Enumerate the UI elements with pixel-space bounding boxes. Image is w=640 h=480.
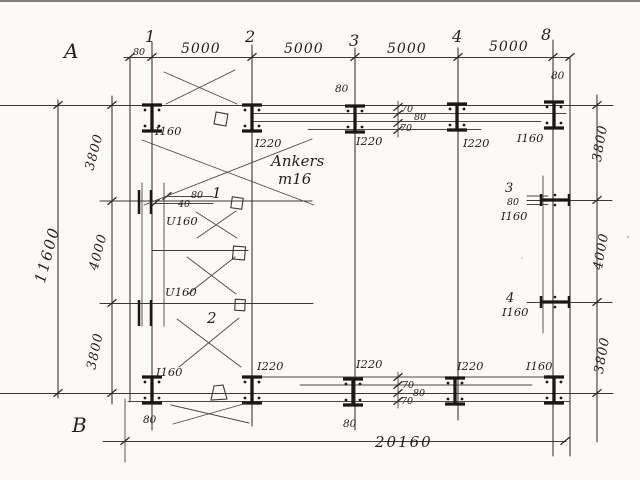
right-seg-dim-1: 3800 (590, 124, 611, 163)
beam-label-top-col8: I160 (516, 131, 544, 145)
dimension-lines (57, 56, 598, 463)
grid-col-label-8: 8 (541, 25, 551, 44)
grid-row-label-b: B (71, 413, 87, 437)
offset-dim-top-right: 80 (551, 70, 565, 82)
left-seg-dim-3: 3800 (84, 332, 106, 371)
wall-dim-80: 80 (191, 190, 203, 201)
beam-label-top-col1: I160 (154, 124, 182, 138)
span-dim-1-2: 5000 (181, 41, 221, 57)
detail-marker-4: 4 (505, 291, 514, 306)
steel-section-symbols (137, 100, 571, 407)
bottom-total-dim: 20160 (374, 433, 433, 451)
beam-depth-top-70a: 70 (401, 104, 413, 115)
dimension-ticks (52, 52, 603, 446)
beam-depth-bot-80: 80 (413, 388, 425, 399)
right-row3-width-dim: 80 (507, 197, 519, 208)
grid-col-label-4: 4 (451, 27, 462, 46)
grid-col-label-2: 2 (244, 27, 255, 46)
beam-label-bot-col4: I220 (456, 359, 484, 373)
right-seg-dim-2: 4000 (591, 232, 612, 272)
beam-label-bot-col8: I160 (525, 359, 553, 373)
beam-depth-bot-70b: 70 (401, 396, 413, 407)
offset-dim-col3: 80 (335, 83, 349, 95)
left-seg-dim-1: 3800 (83, 132, 107, 172)
beam-label-top-col3: I220 (355, 134, 383, 148)
beam-label-bot-col1: I160 (155, 365, 183, 379)
wall-dim-40: 40 (177, 199, 190, 210)
scan-speck (626, 235, 630, 239)
edge-beam-lines (127, 113, 571, 402)
scan-speck (521, 257, 523, 259)
grid-col-label-1: 1 (145, 27, 155, 46)
channel-label-2: U160 (165, 285, 197, 299)
span-dim-2-3: 5000 (284, 41, 324, 57)
detail-marker-3: 3 (505, 181, 513, 196)
detail-marker-1: 1 (212, 184, 222, 202)
beam-depth-top-70b: 70 (400, 123, 412, 134)
span-dim-4-8: 5000 (489, 39, 529, 55)
channel-label-1: U160 (166, 214, 198, 228)
span-dim-3-4: 5000 (387, 41, 427, 57)
anchors-note-line2: m16 (278, 170, 312, 188)
bracing-crosses (141, 69, 315, 425)
labels: A B 1 2 3 4 8 5000 5000 5000 5000 80 80 … (31, 25, 613, 451)
beam-depth-bot-70a: 70 (402, 380, 414, 391)
beam-label-bot-col2: I220 (256, 359, 284, 373)
scan-speck (39, 261, 41, 263)
grid-col-label-3: 3 (349, 31, 359, 50)
anchor-plates (210, 111, 247, 401)
beam-label-top-col2: I220 (254, 136, 282, 150)
right-row4-beam-label: I160 (501, 305, 529, 319)
grid-row-label-a: A (62, 39, 78, 63)
right-seg-dim-3: 3800 (592, 336, 613, 375)
beam-label-bot-col3: I220 (355, 357, 383, 371)
right-row3-beam-label: I160 (500, 209, 528, 223)
offset-dim-bot-col1: 80 (143, 414, 157, 426)
anchors-note-line1: Ankers (269, 152, 325, 170)
beam-depth-top-80: 80 (414, 112, 426, 123)
left-seg-dim-2: 4000 (86, 232, 110, 273)
offset-dim-bot-col3: 80 (343, 418, 357, 430)
beam-label-top-col4: I220 (462, 136, 490, 150)
detail-marker-2: 2 (206, 309, 217, 327)
offset-dim-top-left: 80 (133, 47, 145, 58)
